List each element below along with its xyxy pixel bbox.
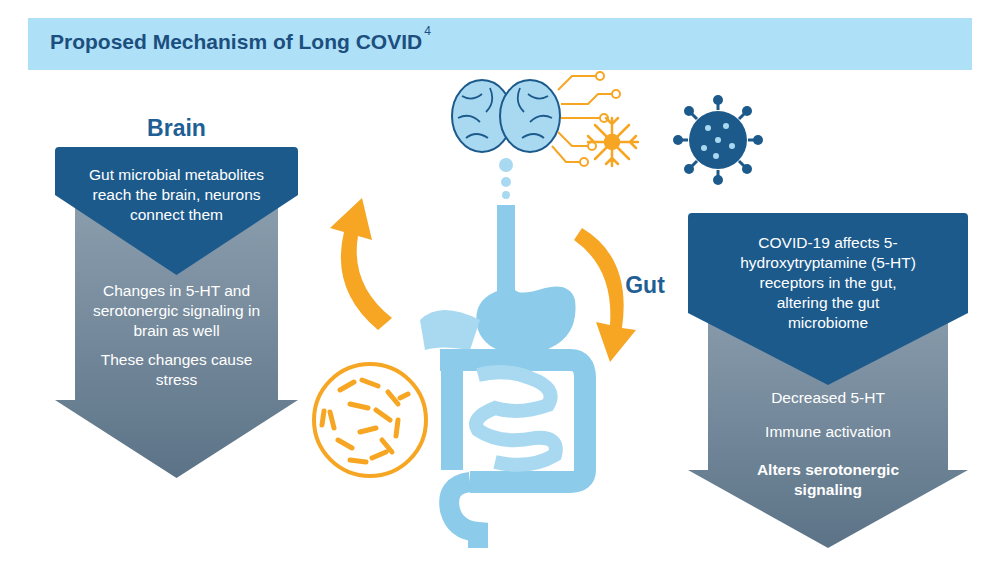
digestive-tract: [420, 205, 585, 548]
section-heading: Brain: [55, 114, 298, 142]
cycle-arrows: [330, 198, 636, 362]
title-text: Proposed Mechanism of Long COVID: [50, 30, 422, 54]
effect-text: Changes in 5-HT and serotonergic signali…: [91, 281, 262, 341]
brain-step-box: BrainGut microbial metabolites reach the…: [55, 110, 298, 275]
effect-text: Alters serotonergic signaling: [750, 460, 906, 500]
step-text: COVID-19 affects 5-hydroxytryptamine (5-…: [736, 233, 920, 333]
section-heading: Gut: [610, 271, 680, 299]
neuron-icon: [588, 118, 638, 166]
gut-step-box: Gut COVID-19 affects 5-hydroxytryptamine …: [610, 213, 968, 385]
effect-text: Decreased 5-HT: [718, 388, 938, 408]
title-band: [28, 18, 972, 70]
effect-text: These changes cause stress: [91, 350, 262, 390]
bacteria-icon: [314, 364, 426, 476]
effect-text: Immune activation: [718, 422, 938, 442]
virus-icon: [673, 95, 763, 185]
brain-icon: [452, 80, 560, 199]
step-text: Gut microbial metabolites reach the brai…: [71, 165, 282, 225]
circuit-lines: [552, 72, 620, 166]
reference-number: 4: [424, 24, 431, 38]
